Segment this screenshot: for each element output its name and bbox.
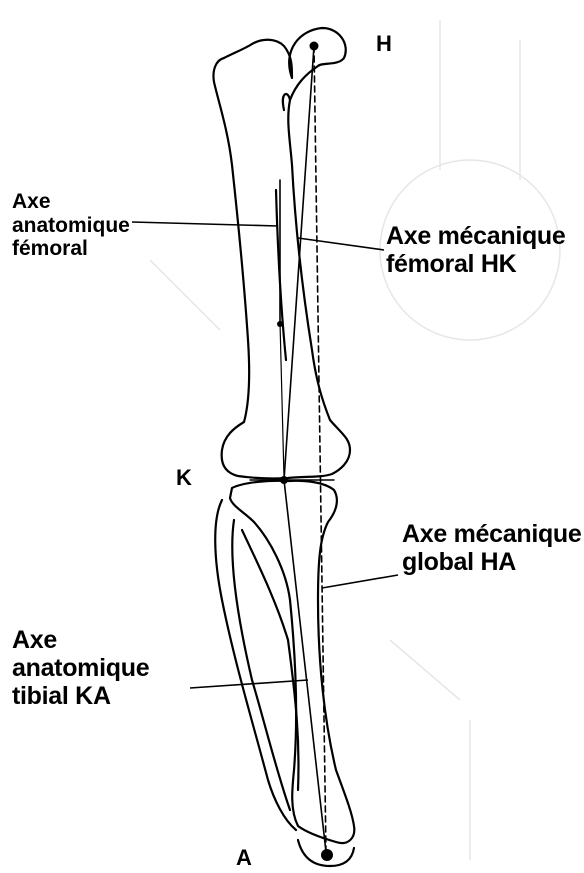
femoral-mechanical-axis-label: Axe mécanique fémoral HK bbox=[386, 222, 566, 278]
tibial-anatomical-axis-label-line1: Axe bbox=[12, 626, 149, 654]
femoral-mechanical-axis-label-line1: Axe mécanique bbox=[386, 222, 566, 250]
ankle-center-point bbox=[321, 849, 333, 861]
tibial-anatomical-axis-label-line3: tibial KA bbox=[12, 682, 149, 710]
hip-center-point bbox=[310, 42, 319, 51]
point-label-h: H bbox=[376, 32, 392, 57]
global-mechanical-axis-label-line2: global HA bbox=[402, 548, 582, 576]
leader-tibial-anatomical bbox=[190, 680, 308, 688]
global-mechanical-axis-line bbox=[314, 46, 326, 852]
point-label-k: K bbox=[176, 466, 192, 491]
femoral-shaft-point bbox=[277, 321, 283, 327]
leader-femoral-mechanical bbox=[298, 238, 384, 250]
faint-background-sketch bbox=[150, 20, 560, 860]
global-mechanical-axis-label: Axe mécanique global HA bbox=[402, 520, 582, 576]
leader-femoral-anatomical bbox=[132, 222, 278, 226]
femoral-anatomical-axis-label-line3: fémoral bbox=[12, 237, 130, 261]
femoral-anatomical-axis-label: Axe anatomique fémoral bbox=[12, 190, 130, 261]
femoral-anatomical-axis-lower bbox=[280, 322, 284, 478]
tibial-anatomical-axis-label: Axe anatomique tibial KA bbox=[12, 626, 149, 710]
femoral-anatomical-axis-label-line1: Axe bbox=[12, 190, 130, 214]
tibial-anatomical-axis-label-line2: anatomique bbox=[12, 654, 149, 682]
leader-global-mechanical bbox=[322, 575, 398, 588]
femoral-anatomical-axis-label-line2: anatomique bbox=[12, 214, 130, 238]
knee-center-point bbox=[280, 476, 288, 484]
leader-lines bbox=[132, 222, 398, 688]
tibia-outline bbox=[215, 481, 354, 866]
point-label-a: A bbox=[236, 846, 252, 871]
femoral-mechanical-axis-label-line2: fémoral HK bbox=[386, 250, 566, 278]
global-mechanical-axis-label-line1: Axe mécanique bbox=[402, 520, 582, 548]
